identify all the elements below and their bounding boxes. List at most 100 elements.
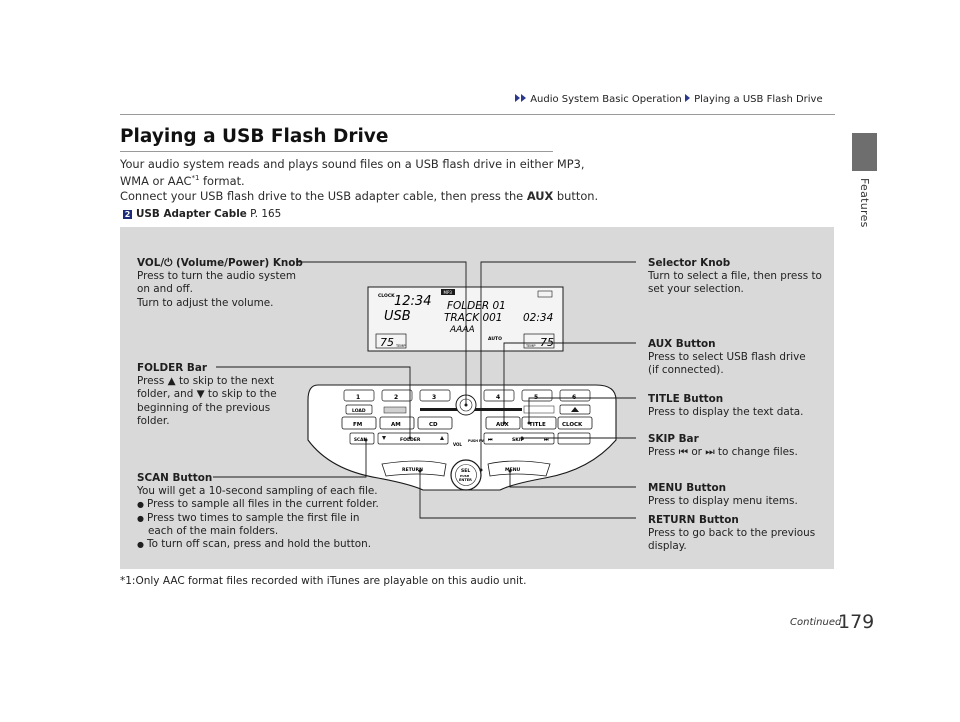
fm-label: FM (353, 422, 362, 428)
menu-button[interactable] (487, 460, 551, 477)
callout-title: RETURN Button (648, 514, 739, 526)
intro-text: button. (553, 189, 599, 203)
preset-1-button[interactable] (343, 389, 375, 402)
display-auto-label: AUTO (488, 336, 502, 342)
callout-title: SKIP Bar (648, 433, 699, 445)
load-label: LOAD (352, 408, 366, 414)
menu-label: MENU (505, 467, 521, 473)
return-button[interactable] (381, 460, 447, 477)
callout-line: on and off. (137, 283, 193, 296)
side-tab-label: Features (858, 178, 871, 228)
display-mp3-badge: MP3 (444, 290, 453, 295)
intro-text: WMA or AAC (120, 174, 192, 188)
preset-label: 3 (432, 394, 436, 401)
clock-button[interactable] (557, 416, 593, 430)
page-title: Playing a USB Flash Drive (120, 126, 389, 147)
breadcrumb-arrow-icon (515, 94, 520, 102)
callout-title: Selector Knob (648, 257, 731, 269)
am-button[interactable] (379, 416, 415, 430)
scan-label: SCAN (354, 437, 367, 442)
callout-skip-bar: SKIP Bar Press ⏮ or ⏭ to change files. (648, 433, 798, 459)
cd-button[interactable] (417, 416, 453, 430)
folder-down-icon (382, 436, 386, 440)
preset-label: 4 (496, 394, 500, 401)
vol-label: VOL (453, 442, 462, 447)
footnote-ref[interactable]: *1 (191, 174, 200, 182)
aux-keyword: AUX (526, 189, 554, 203)
intro-text: format. (199, 174, 245, 188)
preset-label: 2 (394, 394, 398, 401)
sel-label: SEL (461, 468, 470, 474)
callout-leaders (213, 261, 636, 519)
intro-line-1: Your audio system reads and plays sound … (120, 157, 585, 171)
callout-title: TITLE Button (648, 393, 724, 405)
push-pwr-label: PUSH PWR (468, 439, 488, 443)
folder-bar[interactable] (377, 432, 449, 445)
skip-back-icon: ⏮ (488, 437, 493, 443)
continued-label: Continued (790, 617, 842, 628)
breadcrumb-arrow-icon (521, 94, 526, 102)
skip-back-icon: ⏮ (678, 446, 689, 459)
intro-text: Connect your USB flash drive to the USB … (120, 189, 527, 203)
usb-port-indicator (523, 405, 555, 414)
load-button[interactable] (345, 404, 373, 415)
callout-line: folder, and ▼ to skip to the (137, 388, 277, 401)
intro-line-3: Connect your USB flash drive to the USB … (120, 189, 598, 203)
callout-line: each of the main folders. (148, 524, 279, 537)
aux-label: AUX (496, 422, 510, 428)
callout-line: Press to select USB flash drive (648, 351, 806, 364)
folder-label: FOLDER (400, 437, 421, 443)
breadcrumb-page: Playing a USB Flash Drive (694, 94, 823, 105)
skip-label: SKIP (512, 437, 525, 443)
display-temp-label: TEMP (525, 344, 535, 348)
skip-bar[interactable] (483, 432, 555, 445)
am-label: AM (391, 422, 401, 428)
scan-button[interactable] (349, 432, 375, 445)
title-button[interactable] (521, 416, 557, 430)
xref-page: P. 165 (250, 208, 282, 220)
eject-icon (571, 407, 579, 412)
callout-return-button: RETURN Button Press to go back to the pr… (648, 514, 815, 554)
down-arrow-icon: ▼ (196, 388, 205, 401)
callout-dots (364, 403, 531, 473)
title-label: TITLE (529, 422, 546, 428)
xref-label: USB Adapter Cable (136, 208, 247, 220)
skip-forward-icon: ⏭ (705, 446, 715, 459)
display-temp-label: TEMP (395, 344, 405, 348)
breadcrumb-section[interactable]: Audio System Basic Operation (530, 94, 682, 105)
up-arrow-icon: ▲ (167, 375, 176, 388)
callout-line: set your selection. (648, 283, 744, 296)
callout-line: Press to display menu items. (648, 495, 798, 508)
callout-line: Press to turn the audio system (137, 270, 297, 283)
preset-4-button[interactable] (483, 389, 515, 402)
callout-line: Turn to select a file, then press to (648, 270, 822, 283)
callout-bullet: ●Press two times to sample the first fil… (137, 511, 360, 524)
callout-title-button: TITLE Button Press to display the text d… (648, 393, 803, 419)
clock-label: CLOCK (562, 422, 583, 428)
preset-label: 1 (356, 394, 360, 401)
side-tab-marker (852, 133, 877, 171)
callout-line: Turn to adjust the volume. (137, 296, 274, 309)
page-number: 179 (838, 611, 875, 633)
callout-line: Press to go back to the previous (648, 527, 816, 540)
callout-line: Press ▲ to skip to the next (137, 375, 275, 388)
callout-volume-knob: VOL/⏻ (Volume/Power) Knob Press to turn … (137, 257, 303, 310)
power-icon: ⏻ (164, 257, 173, 269)
callout-line: Press ⏮ or ⏭ to change files. (648, 446, 798, 459)
callout-title: FOLDER Bar (137, 362, 207, 374)
display-temp-right: 75 (540, 336, 554, 349)
skip-forward-icon: ⏭ (544, 437, 549, 443)
preset-3-button[interactable] (419, 389, 451, 402)
fm-button[interactable] (341, 416, 377, 430)
sound-button[interactable] (557, 432, 591, 445)
display-clock-label: CLOCK (378, 293, 395, 299)
callout-scan-button: SCAN Button You will get a 10-second sam… (137, 472, 379, 551)
preset-label: 6 (572, 394, 576, 401)
cd-label: CD (429, 422, 438, 428)
callout-line: You will get a 10-second sampling of eac… (137, 485, 378, 498)
callout-bullet: ●To turn off scan, press and hold the bu… (137, 538, 372, 551)
preset-label: 5 (534, 394, 538, 401)
preset-2-button[interactable] (381, 389, 413, 402)
folder-up-icon (440, 436, 444, 440)
